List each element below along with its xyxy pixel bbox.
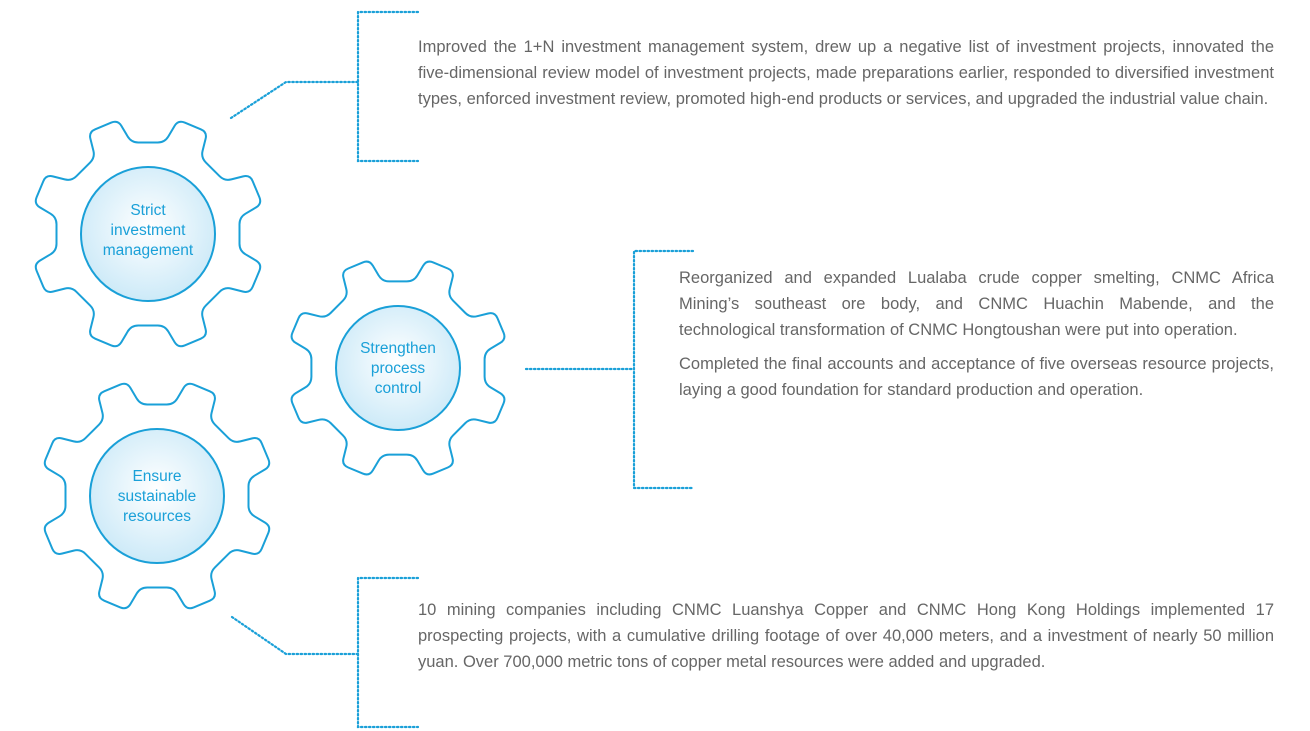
paragraph: 10 mining companies including CNMC Luans… <box>418 601 1274 671</box>
text-block-resources: 10 mining companies including CNMC Luans… <box>418 597 1274 675</box>
gear-label-investment: Strict investment management <box>83 201 213 261</box>
gear-label-process: Strengthen process control <box>333 339 463 399</box>
connector-investment <box>229 80 360 120</box>
text-block-investment: Improved the 1+N investment management s… <box>418 34 1274 112</box>
gear-resources-hub <box>89 428 225 564</box>
gear-label-line: process <box>370 360 426 377</box>
bracket-resources <box>356 576 420 729</box>
connector-resources <box>230 615 360 656</box>
gear-label-resources: Ensure sustainable resources <box>92 467 222 527</box>
gear-investment-hub <box>80 166 216 302</box>
gear-label-line: Ensure <box>132 468 182 485</box>
paragraph: Reorganized and expanded Lualaba crude c… <box>679 269 1274 339</box>
gear-label-line: resources <box>122 508 192 525</box>
gear-label-line: management <box>102 242 194 259</box>
paragraph: Improved the 1+N investment management s… <box>418 38 1274 108</box>
bracket-process <box>632 249 695 490</box>
gear-label-line: investment <box>110 222 186 239</box>
paragraph: Completed the final accounts and accepta… <box>679 355 1274 399</box>
gear-process <box>290 260 506 476</box>
gear-resources <box>43 382 271 610</box>
gear-investment <box>34 120 262 348</box>
gear-process-hub <box>335 305 461 431</box>
text-block-process: Reorganized and expanded Lualaba crude c… <box>679 265 1274 403</box>
bracket-investment <box>356 10 420 163</box>
gear-label-line: Strengthen <box>360 340 436 357</box>
gear-label-line: control <box>374 380 422 397</box>
gear-label-line: Strict <box>130 202 166 219</box>
gear-label-line: sustainable <box>117 488 197 505</box>
